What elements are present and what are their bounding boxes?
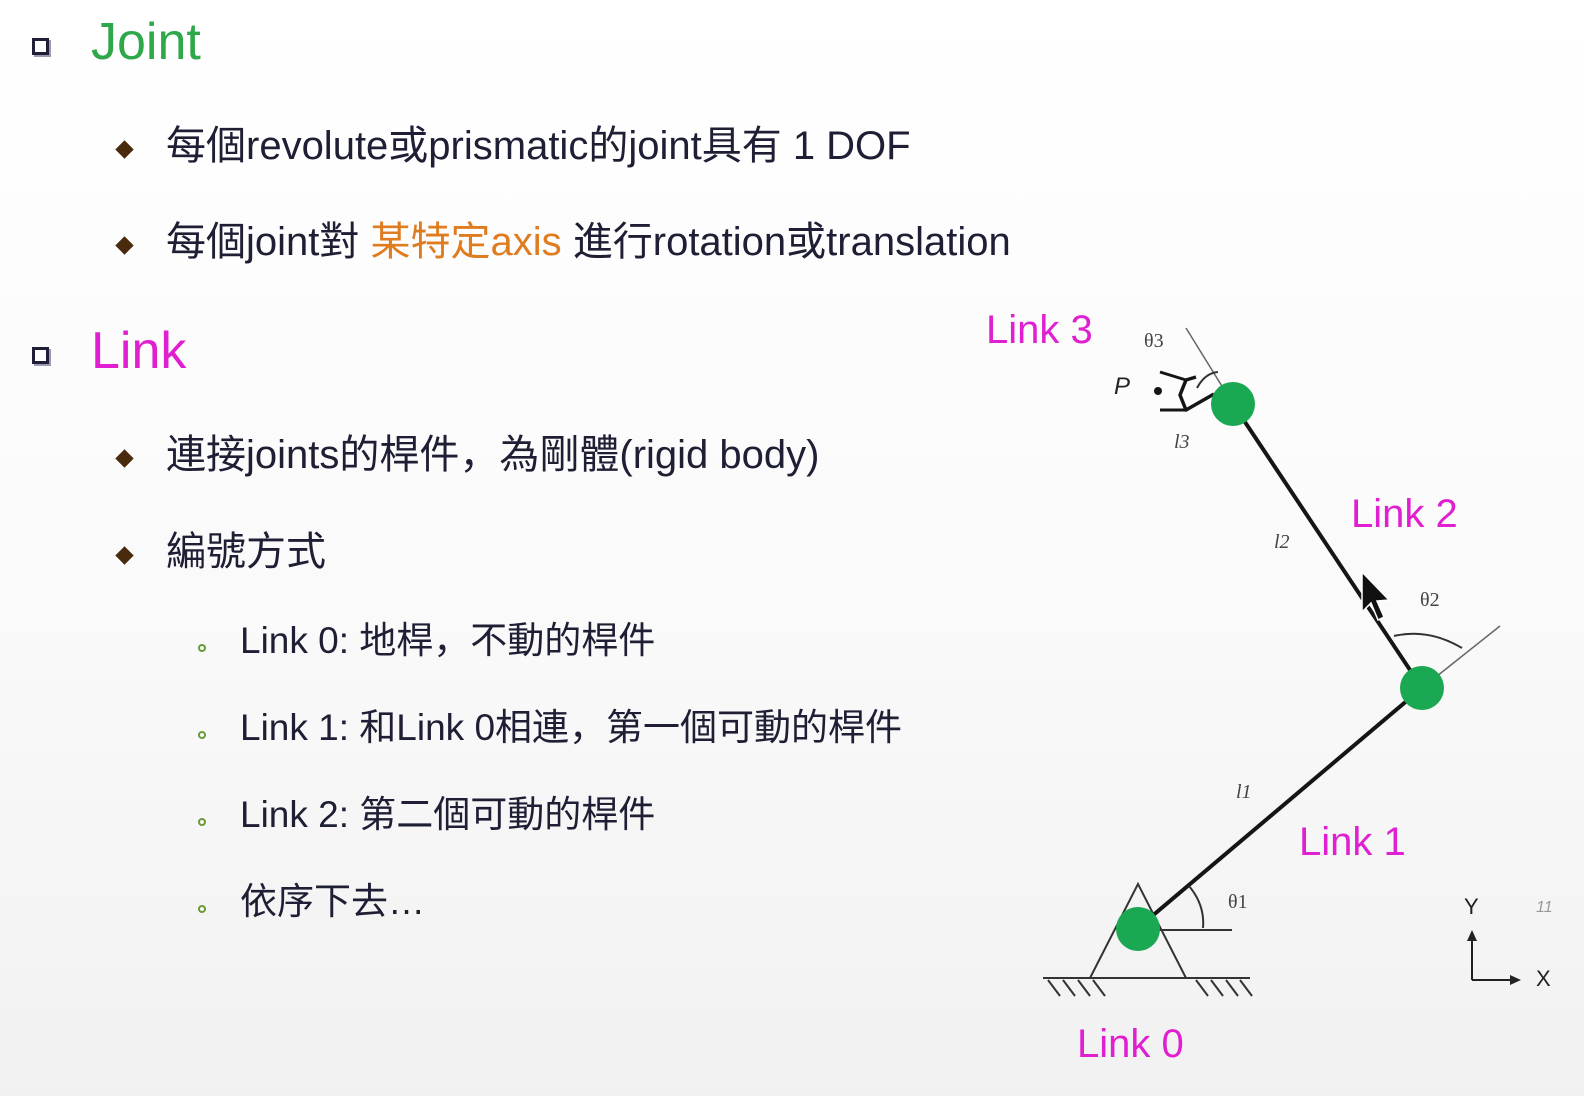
sub-bullet-link1: Link 1: 和Link 0相連，第一個可動的桿件 bbox=[240, 707, 903, 748]
link-1-label: Link 1 bbox=[1299, 820, 1406, 864]
joint-bullet-2-accent: 某特定axis bbox=[370, 220, 562, 264]
link-2-label: Link 2 bbox=[1351, 492, 1458, 536]
ring-bullet-icon bbox=[198, 818, 206, 826]
joint-bullet-2: 每個joint對 某特定axis 進行rotation或translation bbox=[166, 218, 1011, 266]
joint-1-icon bbox=[1400, 666, 1444, 710]
theta2-arc bbox=[1393, 632, 1463, 649]
theta2-label: θ2 bbox=[1420, 589, 1440, 611]
link-1-bar bbox=[1136, 686, 1424, 930]
link-bullet-1: 連接joints的桿件，為剛體(rigid body) bbox=[166, 433, 820, 477]
theta1-arc bbox=[1188, 885, 1205, 929]
point-p-label: P bbox=[1114, 373, 1130, 400]
section-title-joint: Joint bbox=[91, 13, 201, 71]
theta3-label: θ3 bbox=[1144, 330, 1164, 352]
ring-bullet-icon bbox=[198, 731, 206, 739]
sub-bullet-more: 依序下去… bbox=[240, 881, 425, 922]
link-3-label: Link 3 bbox=[986, 308, 1093, 352]
joint-bullet-1: 每個revolute或prismatic的joint具有 1 DOF bbox=[166, 124, 911, 168]
section-title-link: Link bbox=[91, 322, 187, 380]
sub-bullet-link0: Link 0: 地桿，不動的桿件 bbox=[240, 620, 656, 661]
joint-bullet-2-after: 進行rotation或translation bbox=[561, 220, 1011, 264]
gripper-jaw bbox=[1159, 370, 1187, 412]
joint-0-icon bbox=[1116, 907, 1160, 951]
ground-hatch bbox=[1043, 977, 1253, 997]
section-bullet-icon bbox=[32, 38, 49, 55]
link-bullet-2: 編號方式 bbox=[166, 530, 326, 574]
theta3-arc bbox=[1196, 371, 1219, 389]
axes-icon bbox=[1467, 930, 1521, 985]
theta1-label: θ1 bbox=[1228, 891, 1248, 913]
sub-bullet-link2: Link 2: 第二個可動的桿件 bbox=[240, 794, 656, 835]
length-l1-label: l1 bbox=[1236, 781, 1252, 803]
end-point-dot bbox=[1154, 387, 1162, 395]
axis-y-label: Y bbox=[1464, 894, 1479, 919]
length-l2-label: l2 bbox=[1274, 531, 1290, 553]
ring-bullet-icon bbox=[198, 644, 206, 652]
ring-bullet-icon bbox=[198, 905, 206, 913]
gripper bbox=[1178, 375, 1215, 412]
joint-bullet-2-before: 每個joint對 bbox=[166, 220, 371, 264]
page-mark: 11 bbox=[1536, 899, 1553, 916]
length-l3-label: l3 bbox=[1174, 431, 1190, 453]
link-0-label: Link 0 bbox=[1077, 1022, 1184, 1066]
link-2-bar bbox=[1231, 402, 1424, 690]
axis-x-label: X bbox=[1536, 966, 1551, 991]
mouse-cursor-icon bbox=[1361, 570, 1391, 622]
section-bullet-icon bbox=[32, 347, 49, 364]
joint-2-icon bbox=[1211, 382, 1255, 426]
